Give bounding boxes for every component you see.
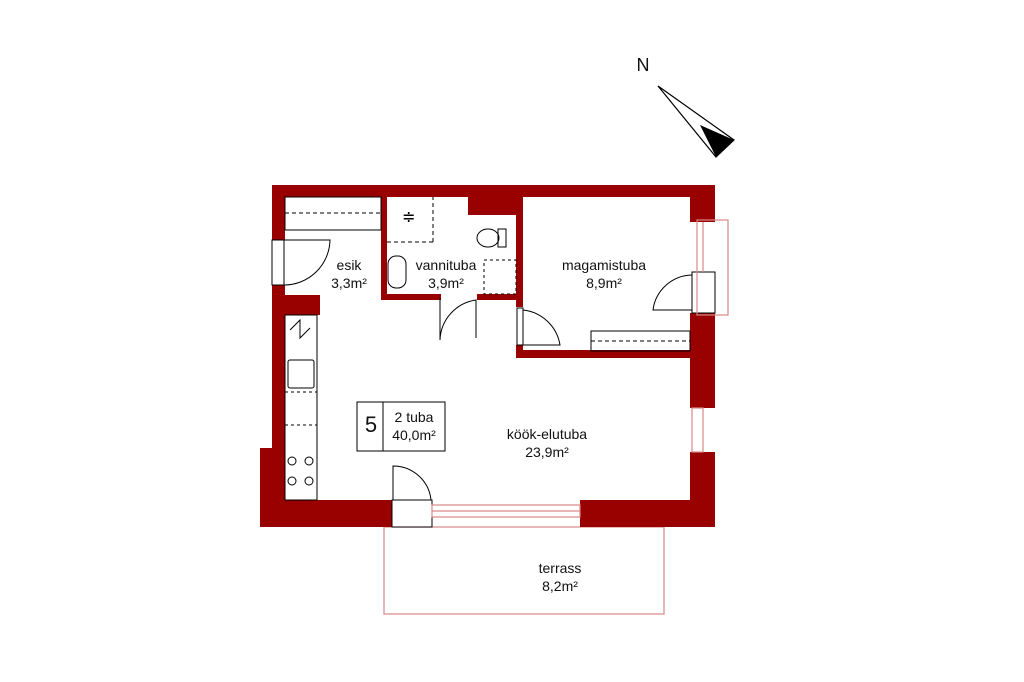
compass-label: N: [636, 55, 650, 75]
unit-area: 40,0m²: [392, 427, 436, 443]
bath-door: [439, 298, 477, 341]
shower: [387, 197, 434, 243]
room-name: terrass: [538, 560, 582, 576]
room-area: 23,9m²: [525, 444, 569, 460]
balcony-door: [691, 271, 716, 314]
room-area: 3,9m²: [428, 275, 464, 291]
door-swing: [283, 239, 331, 286]
entrance-door: [271, 239, 285, 286]
room-name: esik: [336, 257, 362, 273]
room-area: 8,9m²: [586, 275, 622, 291]
terrace-outline: [383, 526, 665, 615]
unit-summary: 2 tuba 40,0m²: [392, 408, 436, 444]
kitchen-sink-icon: [287, 359, 315, 389]
terrace-door: [391, 499, 433, 528]
room-area: 3,3m²: [331, 275, 367, 291]
unit-number: 5: [364, 412, 378, 437]
shower-icon: ≑: [402, 209, 415, 226]
room-magamistuba: magamistuba 8,9m²: [562, 256, 646, 292]
bedroom-door: [522, 309, 561, 346]
compass-needle-dark: [700, 125, 734, 157]
room-vannituba: vannituba 3,9m²: [416, 256, 477, 292]
room-name: köök-elutuba: [506, 426, 588, 442]
room-kook-elutuba: köök-elutuba 23,9m²: [507, 425, 587, 461]
compass: [657, 85, 735, 158]
kitchen-counter: [284, 314, 318, 501]
sink-icon: [387, 255, 407, 289]
room-terrass: terrass 8,2m²: [539, 559, 582, 595]
room-name: vannituba: [415, 257, 477, 273]
toilet-icon: [476, 228, 500, 248]
washer: [483, 259, 517, 295]
windows: [431, 219, 729, 518]
walls: [260, 185, 715, 527]
room-esik: esik 3,3m²: [331, 256, 367, 292]
unit-info-box: [356, 401, 446, 452]
room-name: magamistuba: [561, 257, 647, 273]
room-area: 8,2m²: [542, 578, 578, 594]
unit-type: 2 tuba: [394, 409, 434, 425]
fixtures: ≑: [271, 196, 716, 528]
